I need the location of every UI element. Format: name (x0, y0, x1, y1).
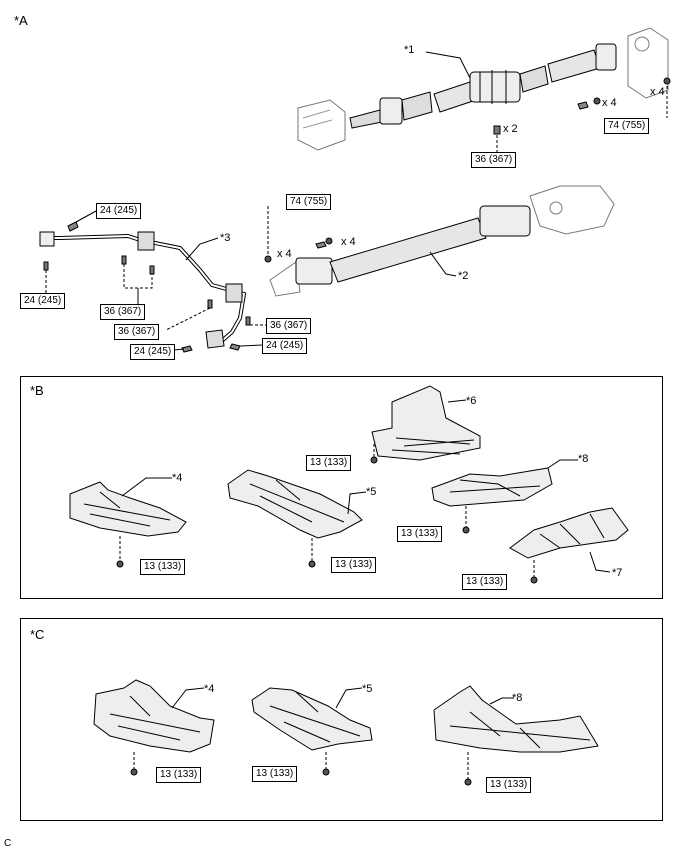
section-c-panel (20, 618, 663, 821)
torque-spec: 24 (245) (96, 203, 142, 219)
torque-spec: 24 (245) (20, 293, 66, 309)
torque-spec: 13 (133) (252, 766, 298, 782)
torque-spec: 13 (133) (462, 574, 508, 590)
quantity-label: x 2 (503, 123, 518, 135)
rear-propeller-shaft-drawing (264, 185, 615, 297)
section-b-cover-drawings (69, 385, 629, 584)
torque-spec: 24 (245) (262, 338, 308, 354)
part-label-7: *7 (612, 567, 623, 579)
section-c-label: *C (30, 627, 45, 642)
torque-spec: 13 (133) (397, 526, 443, 542)
torque-spec: 74 (755) (604, 118, 650, 134)
torque-spec: 36 (367) (471, 152, 517, 168)
torque-spec: 24 (245) (130, 344, 176, 360)
section-a-label: *A (14, 13, 28, 28)
quantity-label: x 4 (650, 86, 665, 98)
torque-spec: 13 (133) (140, 559, 186, 575)
part-label-2: *2 (458, 270, 469, 282)
part-label-5: *5 (362, 683, 373, 695)
torque-spec: 13 (133) (331, 557, 377, 573)
quantity-label: x 4 (277, 248, 292, 260)
section-b-label: *B (30, 383, 44, 398)
part-label-6: *6 (466, 395, 477, 407)
part-label-4: *4 (204, 683, 215, 695)
front-propeller-shaft-drawing (297, 27, 671, 152)
torque-spec: 36 (367) (266, 318, 312, 334)
torque-spec: 13 (133) (306, 455, 352, 471)
part-label-1: *1 (404, 44, 415, 56)
quantity-label: x 4 (341, 236, 356, 248)
torque-spec: 13 (133) (156, 767, 202, 783)
stabilizer-bar-drawing (39, 210, 266, 353)
part-label-8: *8 (512, 692, 523, 704)
section-c-cover-drawings (93, 679, 599, 786)
torque-spec: 13 (133) (486, 777, 532, 793)
part-label-4: *4 (172, 472, 183, 484)
section-b-panel (20, 376, 663, 599)
torque-spec: 36 (367) (114, 324, 160, 340)
torque-spec: 36 (367) (100, 304, 146, 320)
part-label-8: *8 (578, 453, 589, 465)
quantity-label: x 4 (602, 97, 617, 109)
torque-spec: 74 (755) (286, 194, 332, 210)
figure-code: C (4, 838, 12, 849)
part-label-3: *3 (220, 232, 231, 244)
part-label-5: *5 (366, 486, 377, 498)
